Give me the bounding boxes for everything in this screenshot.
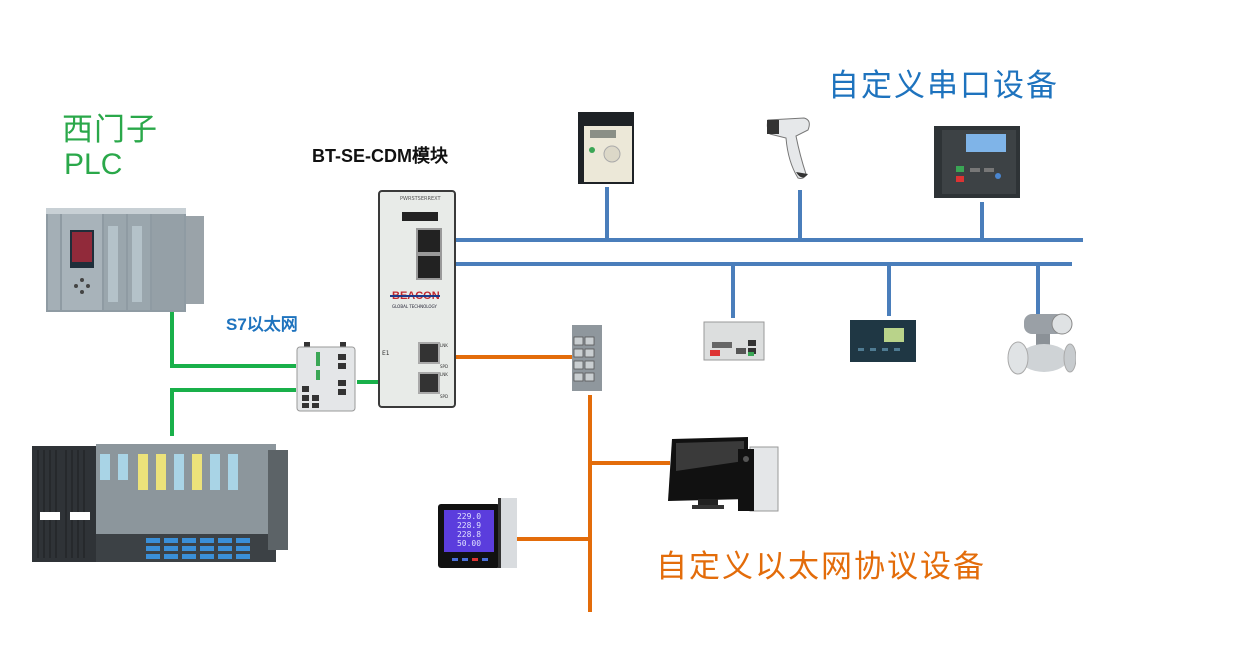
flowmeter-icon (1007, 313, 1076, 375)
power-meter-display: 229.0 228.9 228.8 50.00 (444, 510, 494, 552)
siemens-plc-s7-1500-icon (46, 208, 204, 312)
desktop-computer-icon (668, 437, 779, 512)
serial-port-s1 (416, 228, 442, 254)
power-meter-icon: 229.0 228.9 228.8 50.00 (438, 498, 517, 570)
serial-port-s2 (416, 254, 442, 280)
serial-gateway-icon (703, 321, 765, 361)
plc-label: PLC (64, 148, 123, 181)
beacon-sub: GLOBAL TECHNOLOGY (392, 304, 437, 309)
barcode-scanner-icon (766, 117, 810, 179)
ethernet-bus-lines (432, 355, 670, 612)
frequency-inverter-icon (578, 112, 634, 184)
ethernet-devices-label: 自定义以太网协议设备 (656, 549, 986, 585)
s7-ethernet-label: S7以太网 (226, 315, 298, 334)
serial-devices-label: 自定义串口设备 (828, 68, 1059, 104)
siemens-plc-rack-icon (32, 444, 288, 562)
power-controller-icon (850, 320, 916, 362)
module-label: BT-SE-CDM模块 (312, 146, 448, 166)
module-display (402, 212, 438, 221)
serial-bus-lines (433, 187, 1083, 318)
protection-relay-icon (934, 126, 1020, 198)
managed-switch-icon (296, 342, 356, 412)
beacon-logo-bar (390, 295, 440, 297)
ethernet-switch-icon (572, 325, 602, 391)
ethernet-port-e2 (418, 372, 440, 394)
siemens-label: 西门子 (62, 112, 158, 148)
ethernet-port-e1 (418, 342, 440, 364)
eth-port-e1-label: E1 (382, 350, 390, 357)
